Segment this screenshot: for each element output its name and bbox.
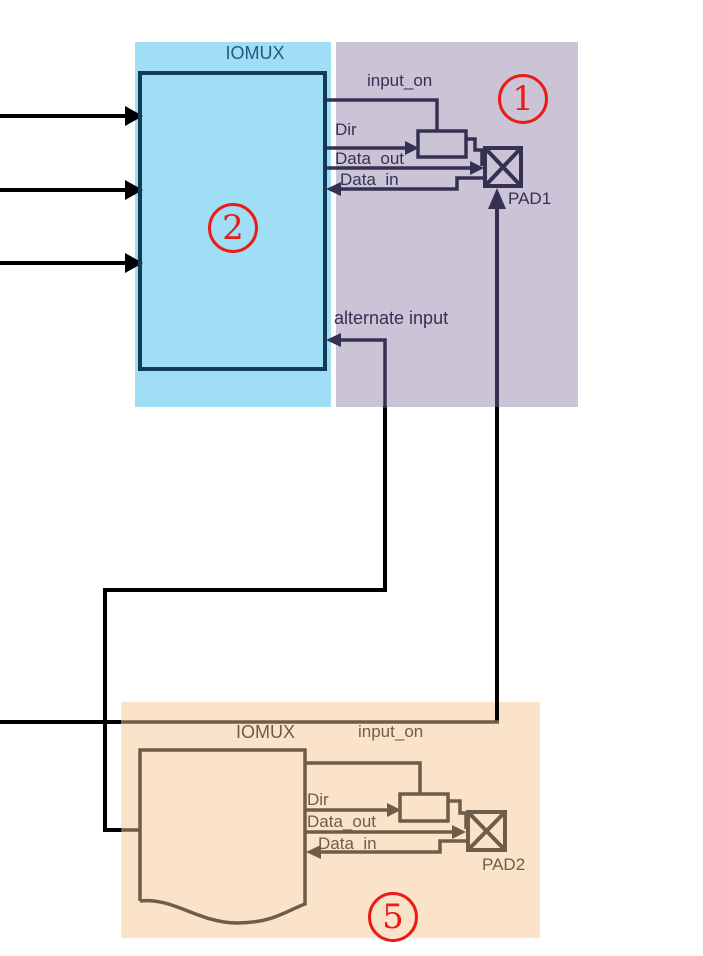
external-input-lines [0,114,126,265]
arrowhead-up-icon [488,188,506,209]
external-input-arrows [0,106,143,273]
input-on-label-1: input_on [367,71,433,90]
pad2-symbol [466,810,507,852]
pad2-region [121,702,540,938]
input-on-wire-1 [325,98,439,131]
data-in-label-1: Data_in [340,170,399,189]
arrowhead-right-icon [405,141,419,155]
data-in-wire-2 [321,839,467,854]
pad2-x-icon [466,810,507,852]
arrowhead-right-icon [125,106,143,126]
iomux1-wiring [325,98,523,408]
buffer-output-step-2 [448,799,468,829]
pad2-label: PAD2 [482,855,526,874]
callout-1-badge: 1 [498,74,548,124]
iomux2-wiring [121,720,507,925]
alternate-input-wire-1 [341,338,387,408]
input-on-label-2: input_on [358,722,424,741]
iomux1-title: IOMUX [225,43,285,63]
arrowhead-right-icon [452,825,466,839]
output-buffer-1 [416,129,468,159]
arrowhead-left-icon [326,182,341,196]
arrowhead-right-icon [125,253,143,273]
arrowhead-right-icon [470,161,484,175]
callout-5-badge: 5 [368,892,418,942]
data-out-label-2: Data_out [307,812,376,831]
input-on-wire-2 [305,761,422,794]
data-in-label-2: Data_in [318,834,377,853]
dir-label-1: Dir [335,120,357,139]
pad1-symbol [483,146,523,188]
dir-label-2: Dir [307,790,329,809]
pad1-label: PAD1 [508,189,552,208]
alternate-input-route [103,406,387,832]
callout-2-badge: 2 [208,203,258,253]
data-out-label-1: Data_out [335,149,404,168]
interconnect-black [0,406,499,832]
buffer-output-step-1 [466,137,484,166]
iomux1-box [138,71,327,371]
pad1-x-icon [483,146,523,188]
arrowhead-left-icon [306,845,321,859]
alternate-input-label: alternate input [334,308,449,328]
arrowhead-left-icon [326,333,341,347]
arrowhead-right-icon [387,803,401,817]
output-buffer-2 [398,792,450,823]
arrowhead-right-icon [125,180,143,200]
iomux2-title: IOMUX [236,722,296,742]
data-in-wire-1 [341,176,484,191]
iomux2-box [138,748,307,925]
